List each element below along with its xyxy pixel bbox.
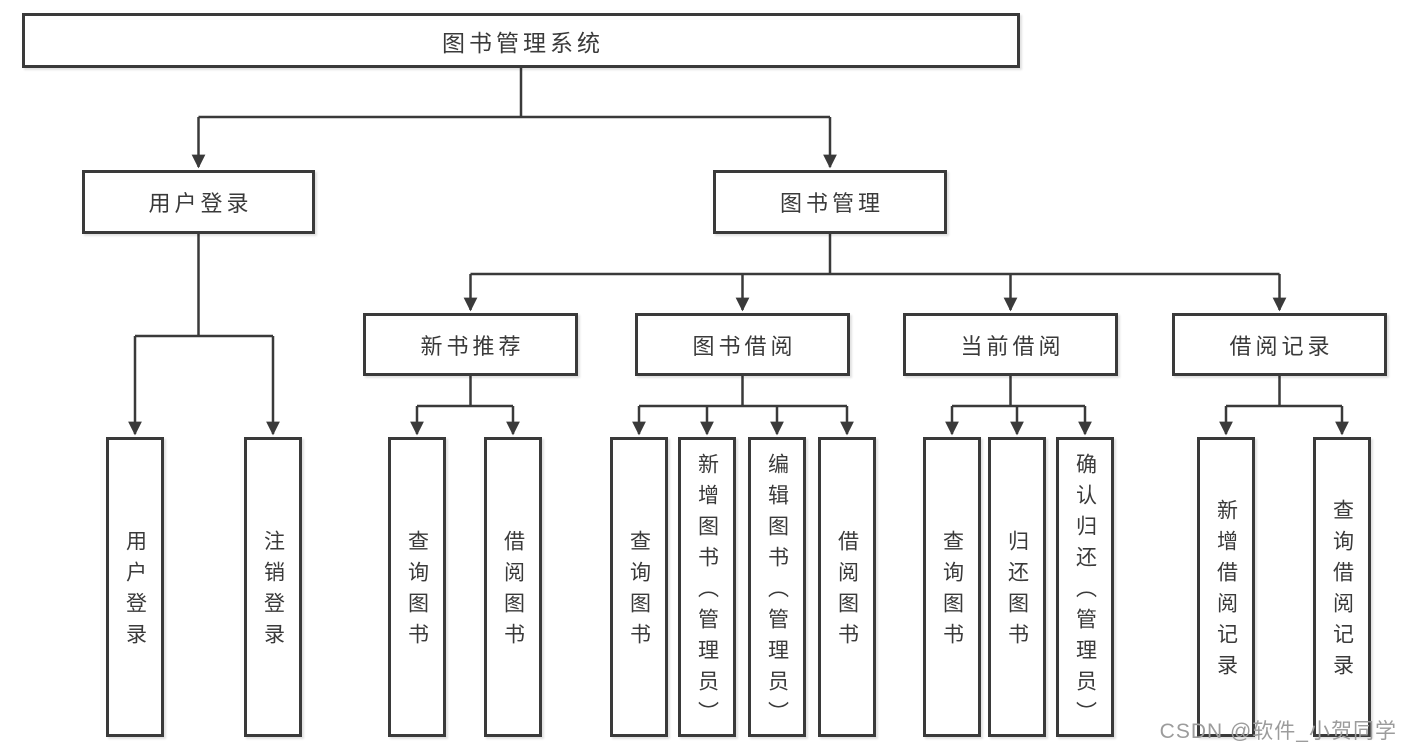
node-leaf-borrow-books-recommend-label: 借阅图书 xyxy=(501,530,525,654)
node-leaf-add-books-admin: 新增图书（管理员） xyxy=(678,437,736,737)
node-leaf-edit-books-admin: 编辑图书（管理员） xyxy=(748,437,806,737)
node-leaf-borrow-books: 借阅图书 xyxy=(818,437,876,737)
node-leaf-borrow-books-label: 借阅图书 xyxy=(835,530,859,654)
node-new-book-recommend-label: 新书推荐 xyxy=(420,333,525,359)
node-leaf-confirm-return-admin-label: 确认归还（管理员） xyxy=(1073,452,1097,732)
node-leaf-query-books-borrow: 查询图书 xyxy=(610,437,668,737)
node-leaf-query-borrow-record: 查询借阅记录 xyxy=(1313,437,1371,737)
node-leaf-query-books-recommend: 查询图书 xyxy=(388,437,446,737)
node-leaf-logout: 注销登录 xyxy=(244,437,302,737)
connector-arrows xyxy=(128,117,1349,436)
node-new-book-recommend: 新书推荐 xyxy=(363,313,578,376)
node-leaf-add-borrow-record: 新增借阅记录 xyxy=(1197,437,1255,737)
node-book-management: 图书管理 xyxy=(713,170,947,234)
node-library-system-label: 图书管理系统 xyxy=(442,29,604,56)
node-leaf-query-books-current: 查询图书 xyxy=(923,437,981,737)
node-borrowing-records: 借阅记录 xyxy=(1172,313,1387,376)
node-leaf-add-borrow-record-label: 新增借阅记录 xyxy=(1214,499,1238,685)
node-leaf-query-books-current-label: 查询图书 xyxy=(940,530,964,654)
node-leaf-add-books-admin-label: 新增图书（管理员） xyxy=(695,452,719,732)
node-leaf-logout-label: 注销登录 xyxy=(261,530,285,654)
node-leaf-query-borrow-record-label: 查询借阅记录 xyxy=(1330,499,1354,685)
node-book-management-label: 图书管理 xyxy=(779,191,884,216)
node-leaf-confirm-return-admin: 确认归还（管理员） xyxy=(1056,437,1114,737)
node-leaf-borrow-books-recommend: 借阅图书 xyxy=(484,437,542,737)
node-user-login: 用户登录 xyxy=(82,170,315,234)
csdn-watermark: CSDN @软件_小贺同学 xyxy=(1159,720,1397,743)
node-current-borrowing-label: 当前借阅 xyxy=(960,333,1065,359)
node-user-login-label: 用户登录 xyxy=(148,191,253,216)
node-current-borrowing: 当前借阅 xyxy=(903,313,1118,376)
node-library-system: 图书管理系统 xyxy=(22,13,1020,68)
connector-trunks xyxy=(135,68,1342,408)
node-leaf-query-books-recommend-label: 查询图书 xyxy=(405,530,429,654)
node-leaf-return-books: 归还图书 xyxy=(988,437,1046,737)
node-leaf-edit-books-admin-label: 编辑图书（管理员） xyxy=(765,452,789,732)
node-book-borrowing-label: 图书借阅 xyxy=(692,333,797,359)
node-leaf-query-books-borrow-label: 查询图书 xyxy=(627,530,651,654)
node-leaf-return-books-label: 归还图书 xyxy=(1005,530,1029,654)
node-borrowing-records-label: 借阅记录 xyxy=(1229,333,1334,359)
node-leaf-user-login: 用户登录 xyxy=(106,437,164,737)
node-book-borrowing: 图书借阅 xyxy=(635,313,850,376)
node-leaf-user-login-label: 用户登录 xyxy=(123,530,147,654)
